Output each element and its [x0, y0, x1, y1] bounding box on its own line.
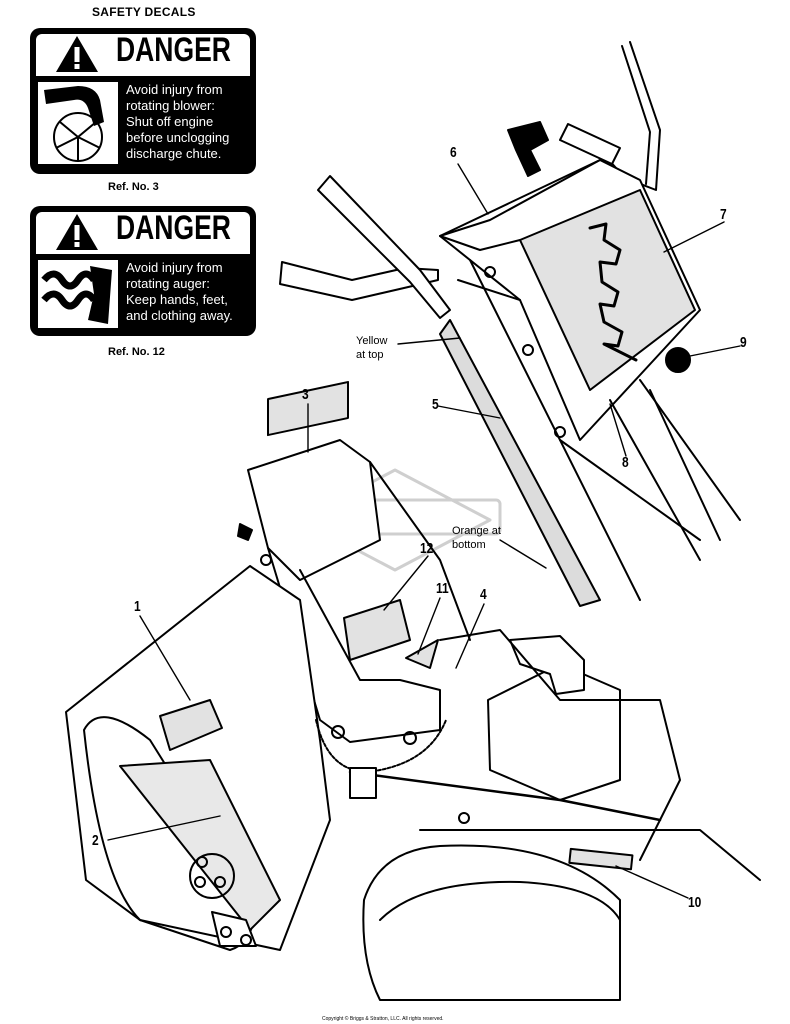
ref-label: Ref. No. 3	[108, 181, 159, 193]
ref-number: 4	[480, 586, 487, 603]
hand-in-auger-icon	[38, 260, 118, 328]
ref-number: 11	[436, 580, 449, 597]
page-heading: SAFETY DECALS	[92, 5, 196, 19]
decal-message: Avoid injury from rotating blower: Shut …	[126, 82, 230, 161]
ref-label: Ref. No. 12	[108, 346, 165, 358]
danger-decal-auger: DANGER Avoid injury from rotating auger:…	[30, 206, 256, 336]
decal-title: DANGER	[116, 31, 231, 69]
ref-number: 3	[302, 386, 309, 403]
orange-callout: Orange at bottom	[452, 525, 501, 551]
danger-decal-blower: DANGER Avoid injury from rotating blower…	[30, 28, 256, 174]
ref-number: 8	[622, 454, 629, 471]
yellow-callout: Yellow at top	[356, 335, 388, 361]
ref-number: 10	[688, 894, 702, 911]
ref-number: 7	[720, 206, 727, 223]
warning-triangle-icon	[56, 214, 98, 250]
ref-number: 12	[420, 540, 434, 557]
hand-in-blower-icon	[38, 82, 118, 164]
ref-number: 9	[740, 334, 747, 351]
warning-triangle-icon	[56, 36, 98, 72]
decal-title: DANGER	[116, 209, 231, 247]
ref-number: 1	[134, 598, 141, 615]
ref-number: 5	[432, 396, 439, 413]
copyright-notice: Copyright © Briggs & Stratton, LLC. All …	[322, 1016, 444, 1022]
ref-number: 6	[450, 144, 457, 161]
ref-number: 2	[92, 832, 99, 849]
decal-message: Avoid injury from rotating auger: Keep h…	[126, 260, 233, 323]
